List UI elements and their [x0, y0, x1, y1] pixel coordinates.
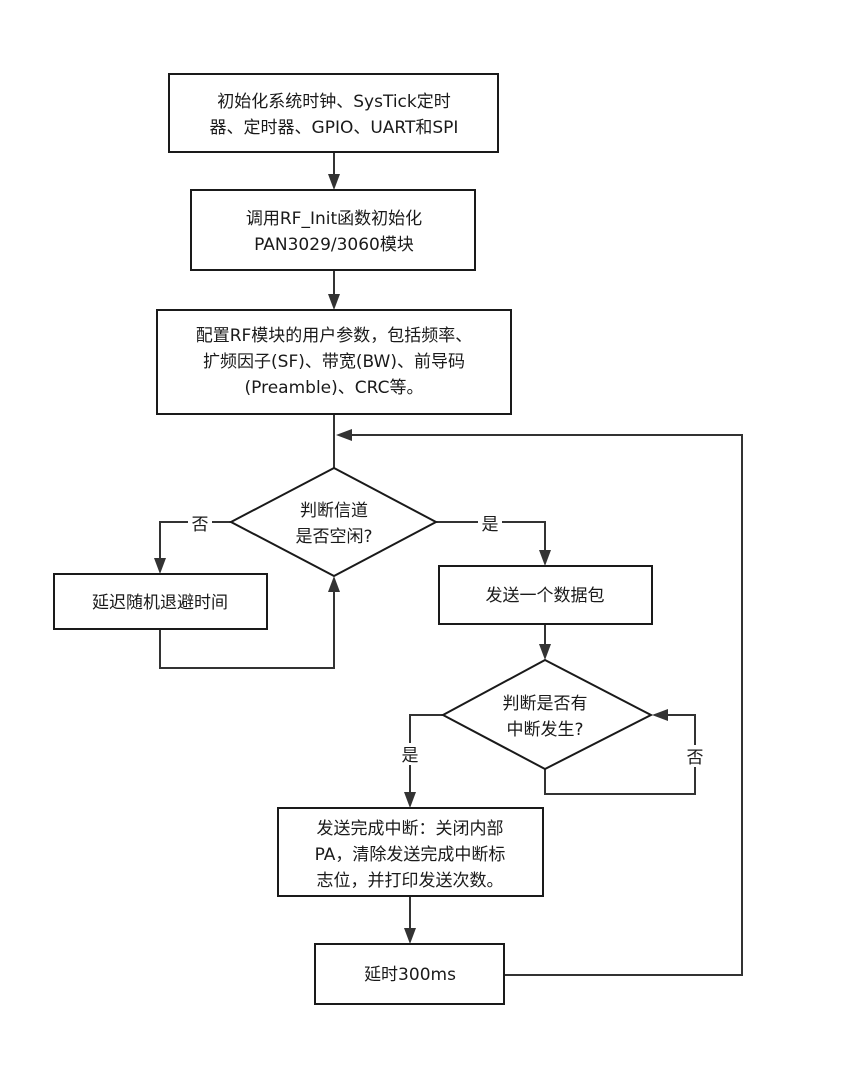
node-text-line: 中断发生?	[506, 720, 583, 740]
node-tx-done: 发送完成中断：关闭内部 PA，清除发送完成中断标 志位，并打印发送次数。	[277, 807, 544, 897]
arrowhead	[328, 576, 340, 592]
edge-label-channel-no-group: 否	[188, 512, 212, 535]
edge-label-interrupt-yes: 是	[402, 746, 419, 766]
arrowhead	[336, 429, 352, 441]
node-text-line: PAN3029/3060模块	[254, 235, 414, 255]
node-text-line: (Preamble)、CRC等。	[245, 378, 424, 398]
node-text-line: 初始化系统时钟、SysTick定时	[217, 92, 450, 112]
node-text-line: 发送完成中断：关闭内部	[317, 819, 504, 839]
node-init-system: 初始化系统时钟、SysTick定时 器、定时器、GPIO、UART和SPI	[168, 73, 499, 153]
node-check-interrupt: 判断是否有 中断发生?	[440, 658, 654, 771]
node-text-line: 调用RF_Init函数初始化	[246, 209, 422, 229]
arrowhead	[404, 928, 416, 944]
node-send-packet: 发送一个数据包	[438, 565, 653, 625]
node-text-line: 扩频因子(SF)、带宽(BW)、前导码	[203, 352, 465, 372]
arrowhead	[328, 174, 340, 190]
node-text-line: 器、定时器、GPIO、UART和SPI	[210, 118, 459, 138]
node-rf-init: 调用RF_Init函数初始化 PAN3029/3060模块	[190, 189, 476, 271]
edge-label-interrupt-no: 否	[687, 748, 704, 768]
arrowhead	[404, 792, 416, 808]
node-text-line: 志位，并打印发送次数。	[317, 871, 504, 891]
edge-backoff-return	[159, 590, 335, 669]
edge-int-yes	[409, 714, 443, 794]
edge-label-channel-no: 否	[192, 515, 209, 535]
node-text-line: 延迟随机退避时间	[92, 593, 228, 613]
node-text-line: 延时300ms	[364, 965, 456, 985]
node-text-line: 配置RF模块的用户参数，包括频率、	[196, 326, 473, 346]
node-text-line: 判断是否有	[503, 694, 588, 714]
node-config-rf: 配置RF模块的用户参数，包括频率、 扩频因子(SF)、带宽(BW)、前导码 (P…	[156, 309, 512, 415]
edge-int-no	[544, 714, 696, 795]
node-check-channel: 判断信道 是否空闲?	[228, 466, 439, 578]
arrowhead	[154, 558, 166, 574]
arrowhead	[328, 294, 340, 310]
node-text-line: 发送一个数据包	[486, 586, 605, 606]
edge-delay-loop	[352, 434, 743, 976]
edge-channel-yes	[436, 521, 546, 552]
edge-label-interrupt-no-group: 否	[683, 745, 707, 768]
edge-label-channel-yes: 是	[482, 515, 499, 535]
node-text-line: 是否空闲?	[295, 527, 372, 547]
node-text-line: PA，清除发送完成中断标	[315, 845, 506, 865]
node-delay: 延时300ms	[314, 943, 505, 1005]
arrowhead	[539, 550, 551, 566]
node-random-backoff: 延迟随机退避时间	[53, 573, 268, 630]
edge-label-channel-yes-group: 是	[478, 512, 502, 535]
arrowhead	[652, 709, 668, 721]
arrowhead	[539, 644, 551, 660]
edge-label-interrupt-yes-group: 是	[398, 743, 422, 766]
node-text-line: 判断信道	[300, 501, 368, 521]
